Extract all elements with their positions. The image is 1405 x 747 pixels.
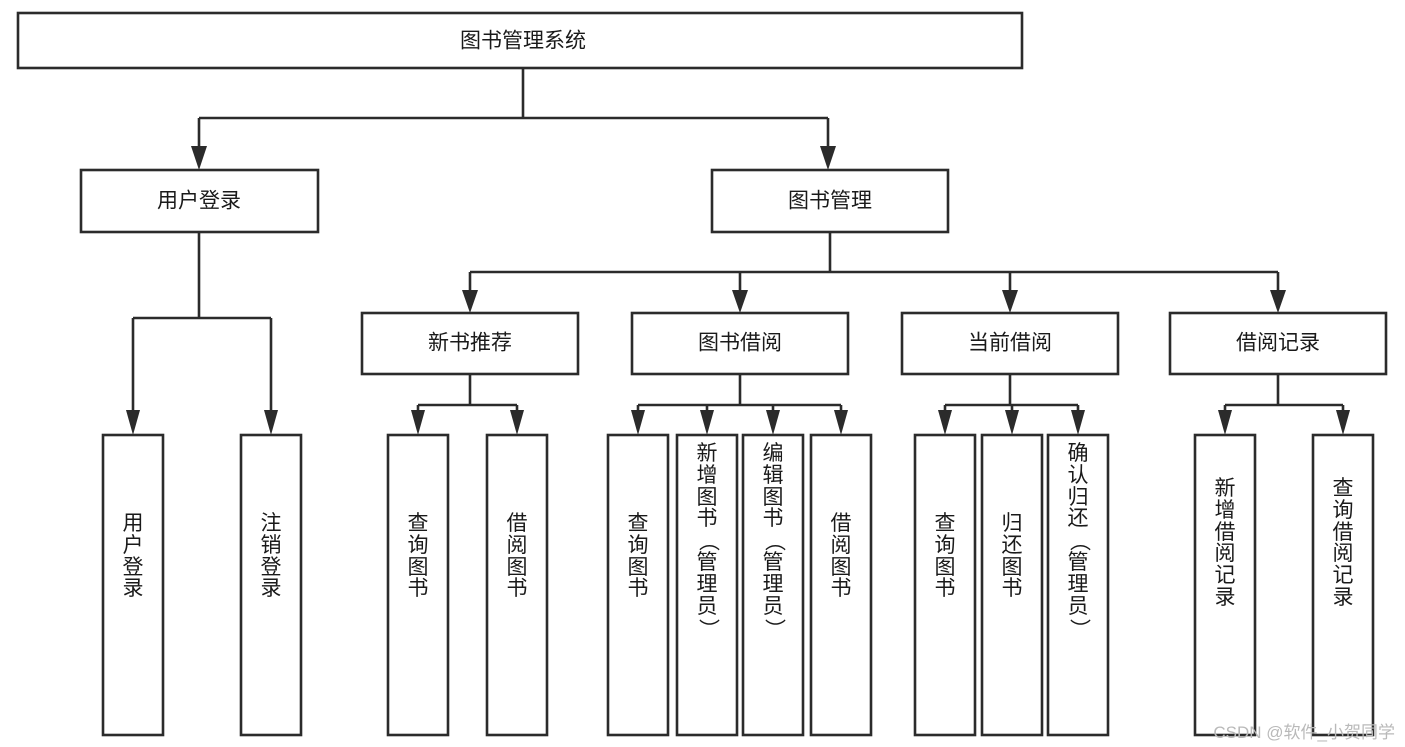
- connector-group-root: [191, 68, 836, 170]
- connector-group-book-borrow: [631, 374, 848, 435]
- node-book-mgmt-label: 图书管理: [788, 190, 872, 213]
- arrow-head-leaf-cb-2: [1005, 410, 1019, 435]
- node-leaf-bb-4[interactable]: [809, 433, 873, 737]
- node-root-label: 图书管理系统: [460, 30, 586, 53]
- node-leaf-user-login-1[interactable]: [101, 433, 165, 737]
- node-book-mgmt[interactable]: [710, 168, 950, 234]
- arrow-head-leaf-cb-3: [1071, 410, 1085, 435]
- node-leaf-nbr-2[interactable]: [485, 433, 549, 737]
- connector-group-new-book-recommend: [411, 374, 524, 435]
- node-leaf-cb-1[interactable]: [913, 433, 977, 737]
- arrow-head-leaf-bb-2: [700, 410, 714, 435]
- arrow-head-leaf-br-1: [1218, 410, 1232, 435]
- arrow-head-leaf-user-login-1: [126, 410, 140, 435]
- node-leaf-user-login-2[interactable]: [239, 433, 303, 737]
- node-leaf-br-1[interactable]: [1193, 433, 1257, 737]
- node-leaf-cb-3[interactable]: [1046, 433, 1110, 737]
- node-leaf-cb-2[interactable]: [980, 433, 1044, 737]
- node-user-login[interactable]: [79, 168, 320, 234]
- node-user-login-label: 用户登录: [157, 190, 241, 213]
- arrow-head-leaf-br-2: [1336, 410, 1350, 435]
- watermark-label: CSDN @软件_小贺同学: [1213, 723, 1395, 742]
- arrow-head-book-borrow: [732, 290, 748, 313]
- arrow-head-leaf-nbr-2: [510, 410, 524, 435]
- node-leaf-bb-3[interactable]: [741, 433, 805, 737]
- arrow-head-book-mgmt: [820, 146, 836, 170]
- arrow-head-current-borrow: [1002, 290, 1018, 313]
- connector-group-book-mgmt: [462, 232, 1286, 313]
- node-leaf-nbr-1[interactable]: [386, 433, 450, 737]
- connector-group-current-borrow: [938, 374, 1085, 435]
- node-current-borrow[interactable]: [900, 311, 1120, 376]
- arrow-head-leaf-nbr-1: [411, 410, 425, 435]
- node-borrow-record[interactable]: [1168, 311, 1388, 376]
- arrow-head-new-book-recommend: [462, 290, 478, 313]
- node-book-borrow-label: 图书借阅: [698, 332, 782, 355]
- arrow-head-leaf-bb-3: [766, 410, 780, 435]
- node-leaf-bb-1[interactable]: [606, 433, 670, 737]
- node-root[interactable]: [16, 11, 1024, 70]
- node-current-borrow-label: 当前借阅: [968, 332, 1052, 355]
- connector-group-user-login: [126, 232, 278, 435]
- arrow-head-leaf-cb-1: [938, 410, 952, 435]
- node-leaf-br-2[interactable]: [1311, 433, 1375, 737]
- node-new-book-recommend[interactable]: [360, 311, 580, 376]
- arrow-head-leaf-bb-4: [834, 410, 848, 435]
- arrow-head-leaf-user-login-2: [264, 410, 278, 435]
- node-leaf-bb-2[interactable]: [675, 433, 739, 737]
- connector-group-borrow-record: [1218, 374, 1350, 435]
- arrow-head-borrow-record: [1270, 290, 1286, 313]
- node-borrow-record-label: 借阅记录: [1236, 332, 1320, 355]
- node-book-borrow[interactable]: [630, 311, 850, 376]
- node-new-book-recommend-label: 新书推荐: [428, 332, 512, 355]
- arrow-head-user-login: [191, 146, 207, 170]
- arrow-head-leaf-bb-1: [631, 410, 645, 435]
